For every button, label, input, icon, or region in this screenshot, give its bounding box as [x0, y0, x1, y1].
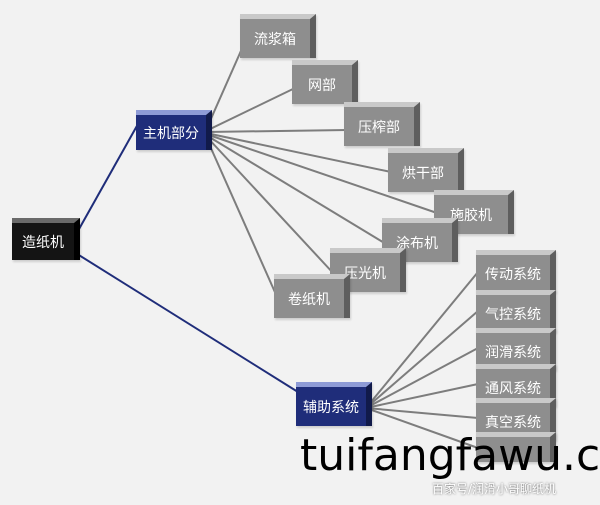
connector-aux-runhua [365, 347, 479, 409]
connector-aux-qikong [365, 310, 479, 409]
connector-aux-zhenkong [365, 407, 479, 419]
connector-main-tubu [205, 134, 387, 245]
node-runhua: 润滑系统 [476, 328, 556, 370]
node-hongganbu: 烘干部 [388, 148, 464, 192]
connector-main-yazhabu [205, 129, 348, 133]
connector-main-honggan [205, 132, 392, 173]
node-yazhabu: 压榨部 [344, 102, 420, 146]
node-liujiangxiang: 流浆箱 [240, 14, 316, 58]
main-part-connectors [205, 43, 438, 300]
connector-main-wangbu [205, 87, 296, 132]
node-main-part: 主机部分 [136, 110, 212, 150]
root-connectors [73, 123, 299, 393]
node-qikong: 气控系统 [476, 290, 556, 332]
node-chuandong: 传动系统 [476, 250, 556, 292]
node-papermachine: 造纸机 [12, 218, 80, 260]
connector-root-aux [73, 251, 299, 393]
watermark-account: 百家号/润滑小哥聊纸机 [432, 482, 557, 496]
node-aux-sixth [476, 432, 556, 462]
connector-aux-chuandong [365, 271, 479, 409]
connector-main-shijiao [205, 133, 438, 214]
connector-main-juanzhi [205, 136, 279, 300]
node-wangbu: 网部 [292, 60, 358, 104]
connector-root-main [73, 123, 139, 239]
connector-aux-tongfeng [365, 383, 479, 409]
node-juanzhiji: 卷纸机 [274, 274, 350, 318]
connector-main-liujiangxiang [205, 43, 245, 131]
connector-aux-sixth [365, 407, 479, 449]
node-tubuji: 涂布机 [382, 218, 458, 262]
aux-system-connectors [365, 271, 479, 449]
node-aux-system: 辅助系统 [296, 382, 372, 426]
watermark-domain: tuifangfawu.c [300, 430, 600, 481]
connector-main-yaguang [205, 135, 335, 275]
